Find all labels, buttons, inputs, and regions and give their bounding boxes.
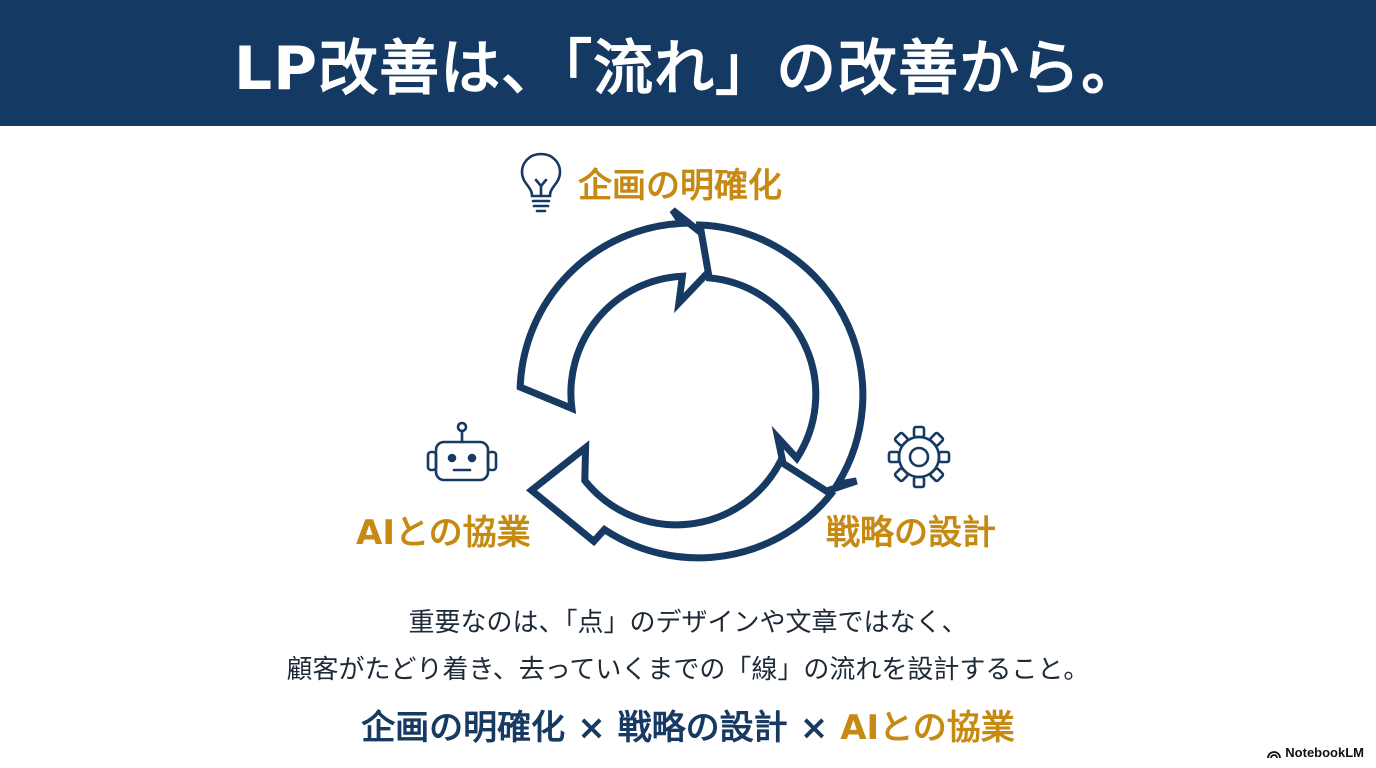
cycle-arrow-top <box>516 207 732 414</box>
description-line-2: 顧客がたどり着き、去っていくまでの「線」の流れを設計すること。 <box>286 655 1090 685</box>
summary-line: 企画の明確化 × 戦略の設計 × AIとの協業 <box>0 700 1376 749</box>
times-sign-2: × <box>799 708 829 748</box>
summary-ai: AIとの協業 <box>840 708 1015 748</box>
description-line-1: 重要なのは、「点」のデザインや文章ではなく、 <box>408 608 968 638</box>
notebooklm-watermark: NotebookLM <box>1267 745 1364 760</box>
page-title: LP改善は、「流れ」の改善から。 <box>233 33 1143 104</box>
step-label-planning: 企画の明確化 <box>578 166 782 206</box>
notebooklm-logo-icon <box>1267 750 1282 758</box>
times-sign-1: × <box>577 708 606 748</box>
robot-icon <box>426 421 498 482</box>
brand-name: NotebookLM <box>1285 745 1364 760</box>
cycle-arrow-left <box>525 440 837 562</box>
gear-icon <box>887 425 951 489</box>
cycle-diagram <box>516 207 867 562</box>
step-label-strategy: 戦略の設計 <box>826 513 996 553</box>
summary-planning: 企画の明確化 <box>361 708 566 748</box>
summary-strategy: 戦略の設計 <box>617 708 788 748</box>
step-label-ai: AIとの協業 <box>356 513 531 553</box>
title-banner: LP改善は、「流れ」の改善から。 <box>0 0 1376 126</box>
lightbulb-icon <box>520 152 562 213</box>
cycle-arrow-right <box>695 221 867 508</box>
